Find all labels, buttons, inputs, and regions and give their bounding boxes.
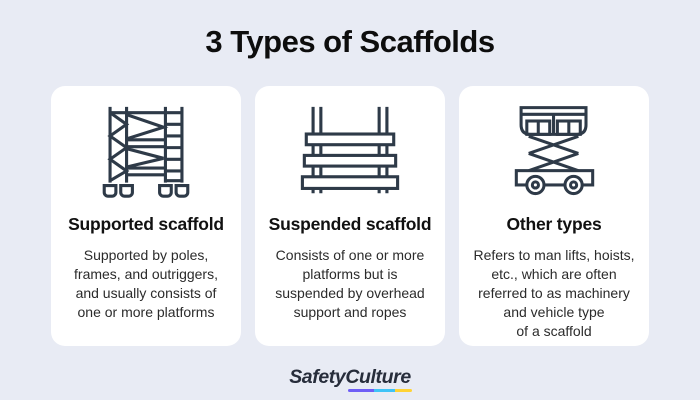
page-title: 3 Types of Scaffolds: [205, 24, 495, 59]
card-body-supported: Supported by poles, frames, and outrigge…: [74, 247, 218, 320]
card-supported-scaffold: Supported scaffold Supported by poles, f…: [51, 86, 241, 346]
underline-cyan-segment: [374, 388, 396, 392]
card-body-suspended: Consists of one or more platforms but is…: [275, 247, 425, 320]
cards-row: Supported scaffold Supported by poles, f…: [0, 86, 700, 346]
suspended-scaffold-icon: [291, 100, 409, 204]
scissor-lift-icon: [497, 100, 612, 204]
card-body-other: Refers to man lifts, hoists, etc., which…: [473, 247, 635, 339]
underline-yellow-segment: [395, 388, 412, 392]
safetyculture-logo: SafetyCulture: [289, 366, 412, 392]
card-heading-suspended: Suspended scaffold: [268, 214, 432, 234]
card-heading-other: Other types: [506, 214, 602, 234]
footer: SafetyCulture: [0, 366, 700, 392]
supported-scaffold-icon: [87, 100, 205, 204]
brand-second-text: Culture: [345, 366, 411, 388]
brand-second-word: Culture: [345, 366, 412, 392]
brand-first-word: Safety: [289, 366, 346, 388]
card-suspended-scaffold: Suspended scaffold Consists of one or mo…: [255, 86, 445, 346]
underline-purple-segment: [348, 388, 375, 392]
card-heading-supported: Supported scaffold: [68, 214, 224, 234]
brand-underline: [348, 388, 412, 392]
card-other-types: Other types Refers to man lifts, hoists,…: [459, 86, 649, 346]
